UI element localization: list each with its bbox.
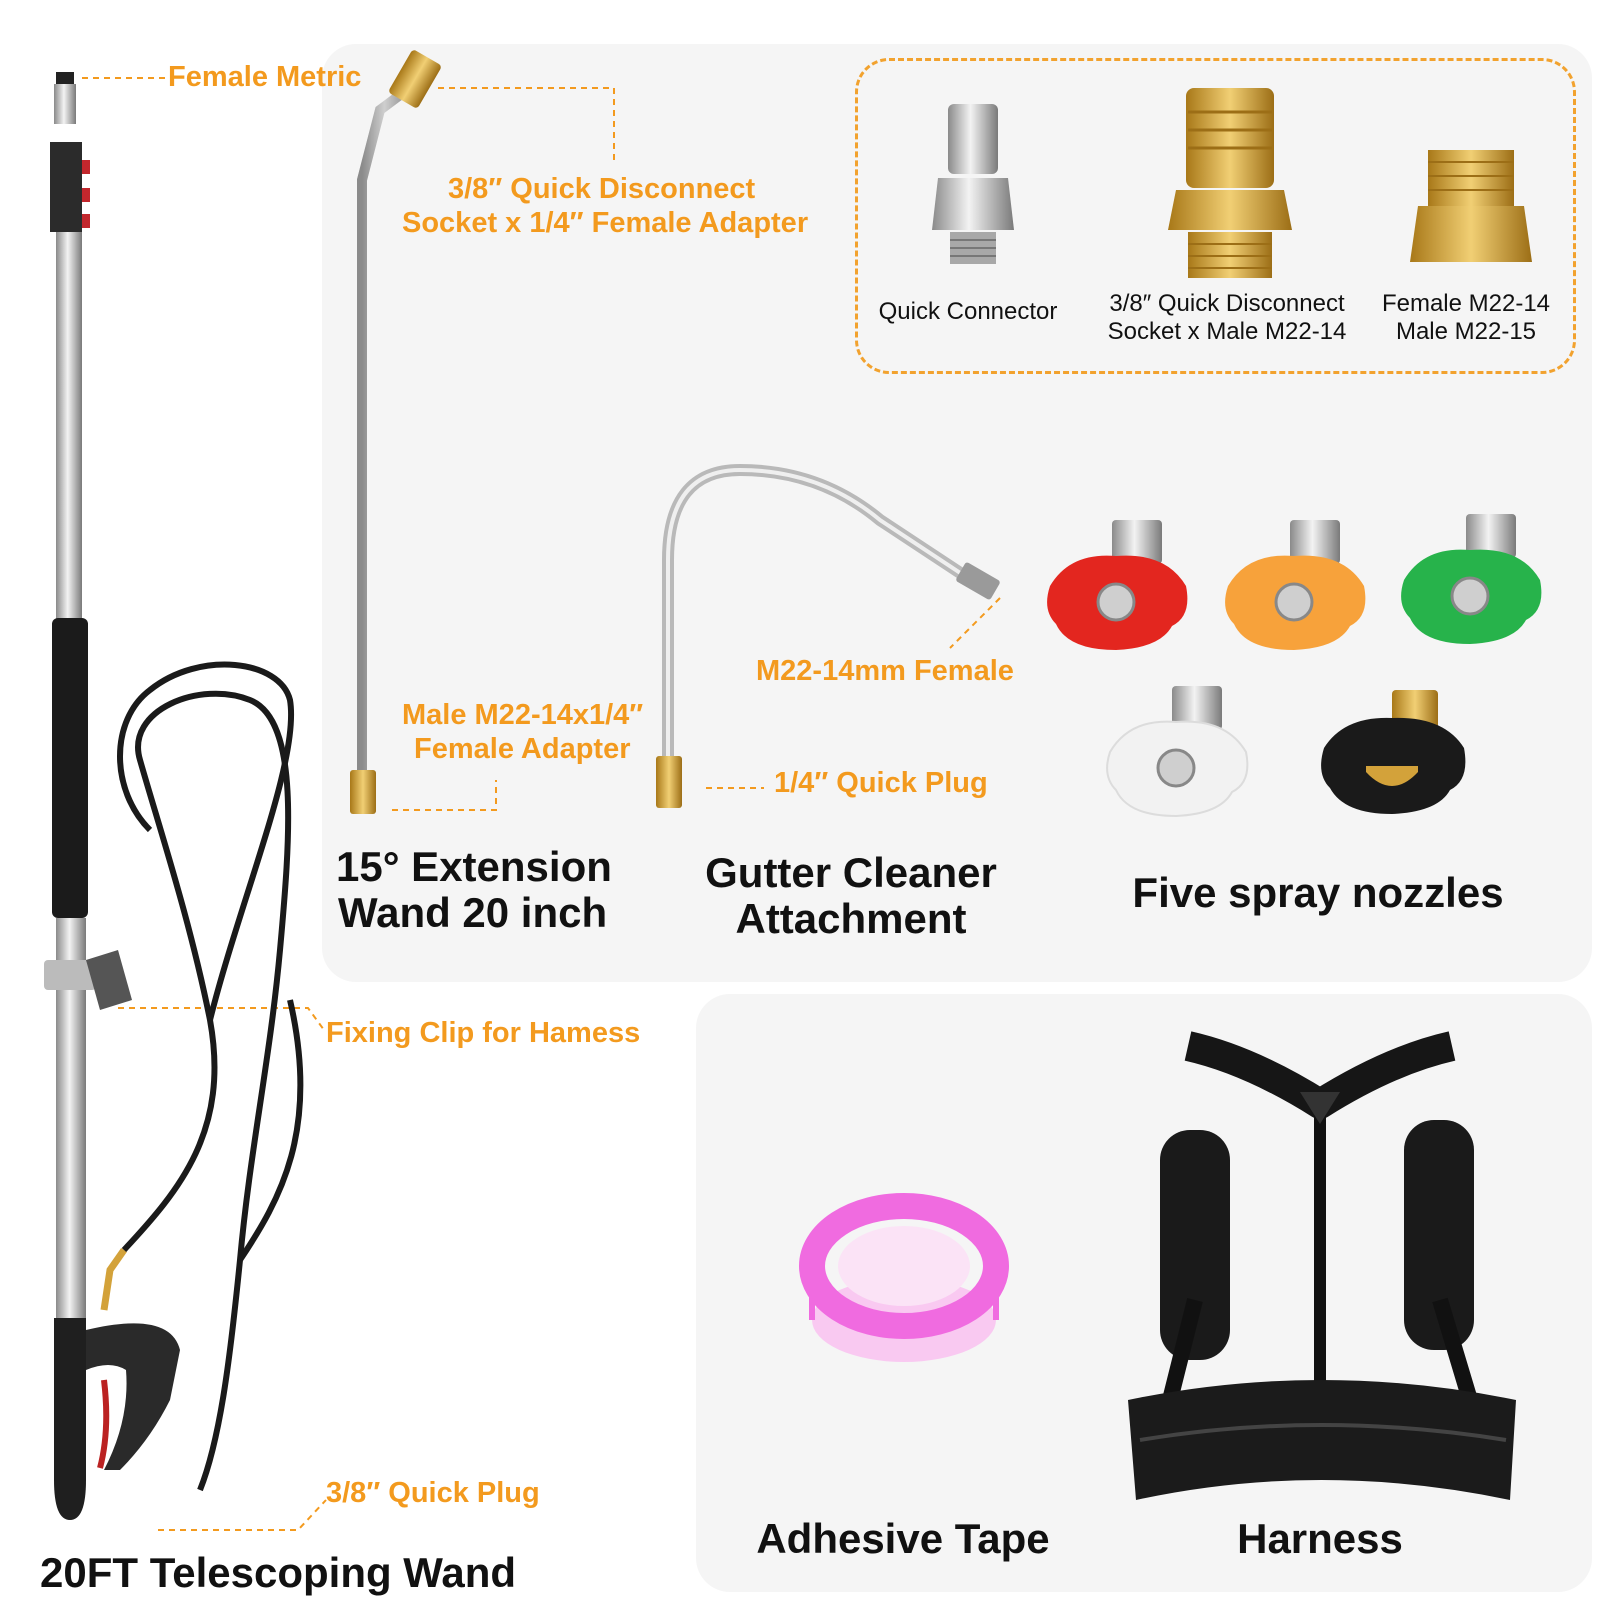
label-qd-male-line2: Socket x Male M22-14 (1107, 318, 1347, 345)
label-qd-male-line1: 3/8″ Quick Disconnect (1109, 290, 1345, 317)
telescoping-wand-illustration (44, 72, 180, 1520)
label-female-male-line1: Female M22-14 (1381, 290, 1551, 317)
caption-nozzles: Five spray nozzles (1132, 869, 1504, 916)
caption-telescoping: 20FT Telescoping Wand (40, 1549, 517, 1596)
callout-leader-lines (82, 77, 1001, 1531)
extension-wand-illustration (350, 50, 441, 814)
callout-male-adapter-line1: Male M22-14x1/4″ (402, 699, 644, 731)
adapter-female-male-illustration (1410, 150, 1532, 262)
callout-quarter-plug: 1/4″ Quick Plug (774, 767, 988, 799)
adapters-dashed-box (855, 58, 1576, 374)
label-quick-connector: Quick Connector (878, 298, 1058, 325)
adapter-quick-connector-illustration (932, 104, 1014, 264)
callout-fixing-clip: Fixing Clip for Hamess (326, 1017, 641, 1049)
adapter-qd-socket-illustration (1168, 88, 1292, 278)
adhesive-tape-illustration (799, 1193, 1009, 1362)
caption-harness: Harness (1237, 1515, 1403, 1562)
nozzle-red-illustration (1047, 520, 1188, 650)
caption-gutter-line1: Gutter Cleaner (705, 849, 997, 896)
caption-gutter-line2: Attachment (735, 895, 967, 942)
nozzle-orange-illustration (1225, 520, 1366, 650)
harness-illustration (1128, 1031, 1516, 1500)
callout-female-metric: Female Metric (168, 61, 362, 93)
nozzle-green-illustration (1401, 514, 1542, 644)
callout-male-adapter-line2: Female Adapter (414, 733, 631, 765)
gutter-cleaner-illustration (656, 463, 1000, 808)
nozzle-black-illustration (1321, 690, 1466, 814)
hose-illustration (117, 661, 304, 1492)
nozzle-white-illustration (1106, 686, 1249, 818)
label-female-male-line2: Male M22-15 (1395, 318, 1537, 345)
callout-m22-female: M22-14mm Female (756, 655, 1014, 687)
callout-three-eighths-plug: 3/8″ Quick Plug (326, 1477, 540, 1509)
caption-extension-line2: Wand 20 inch (338, 889, 608, 936)
callout-qd-socket-adapter-line1: 3/8″ Quick Disconnect (448, 173, 756, 205)
caption-extension-line1: 15° Extension (336, 843, 612, 890)
caption-tape: Adhesive Tape (756, 1515, 1050, 1562)
callout-qd-socket-adapter-line2: Socket x 1/4″ Female Adapter (402, 207, 809, 239)
